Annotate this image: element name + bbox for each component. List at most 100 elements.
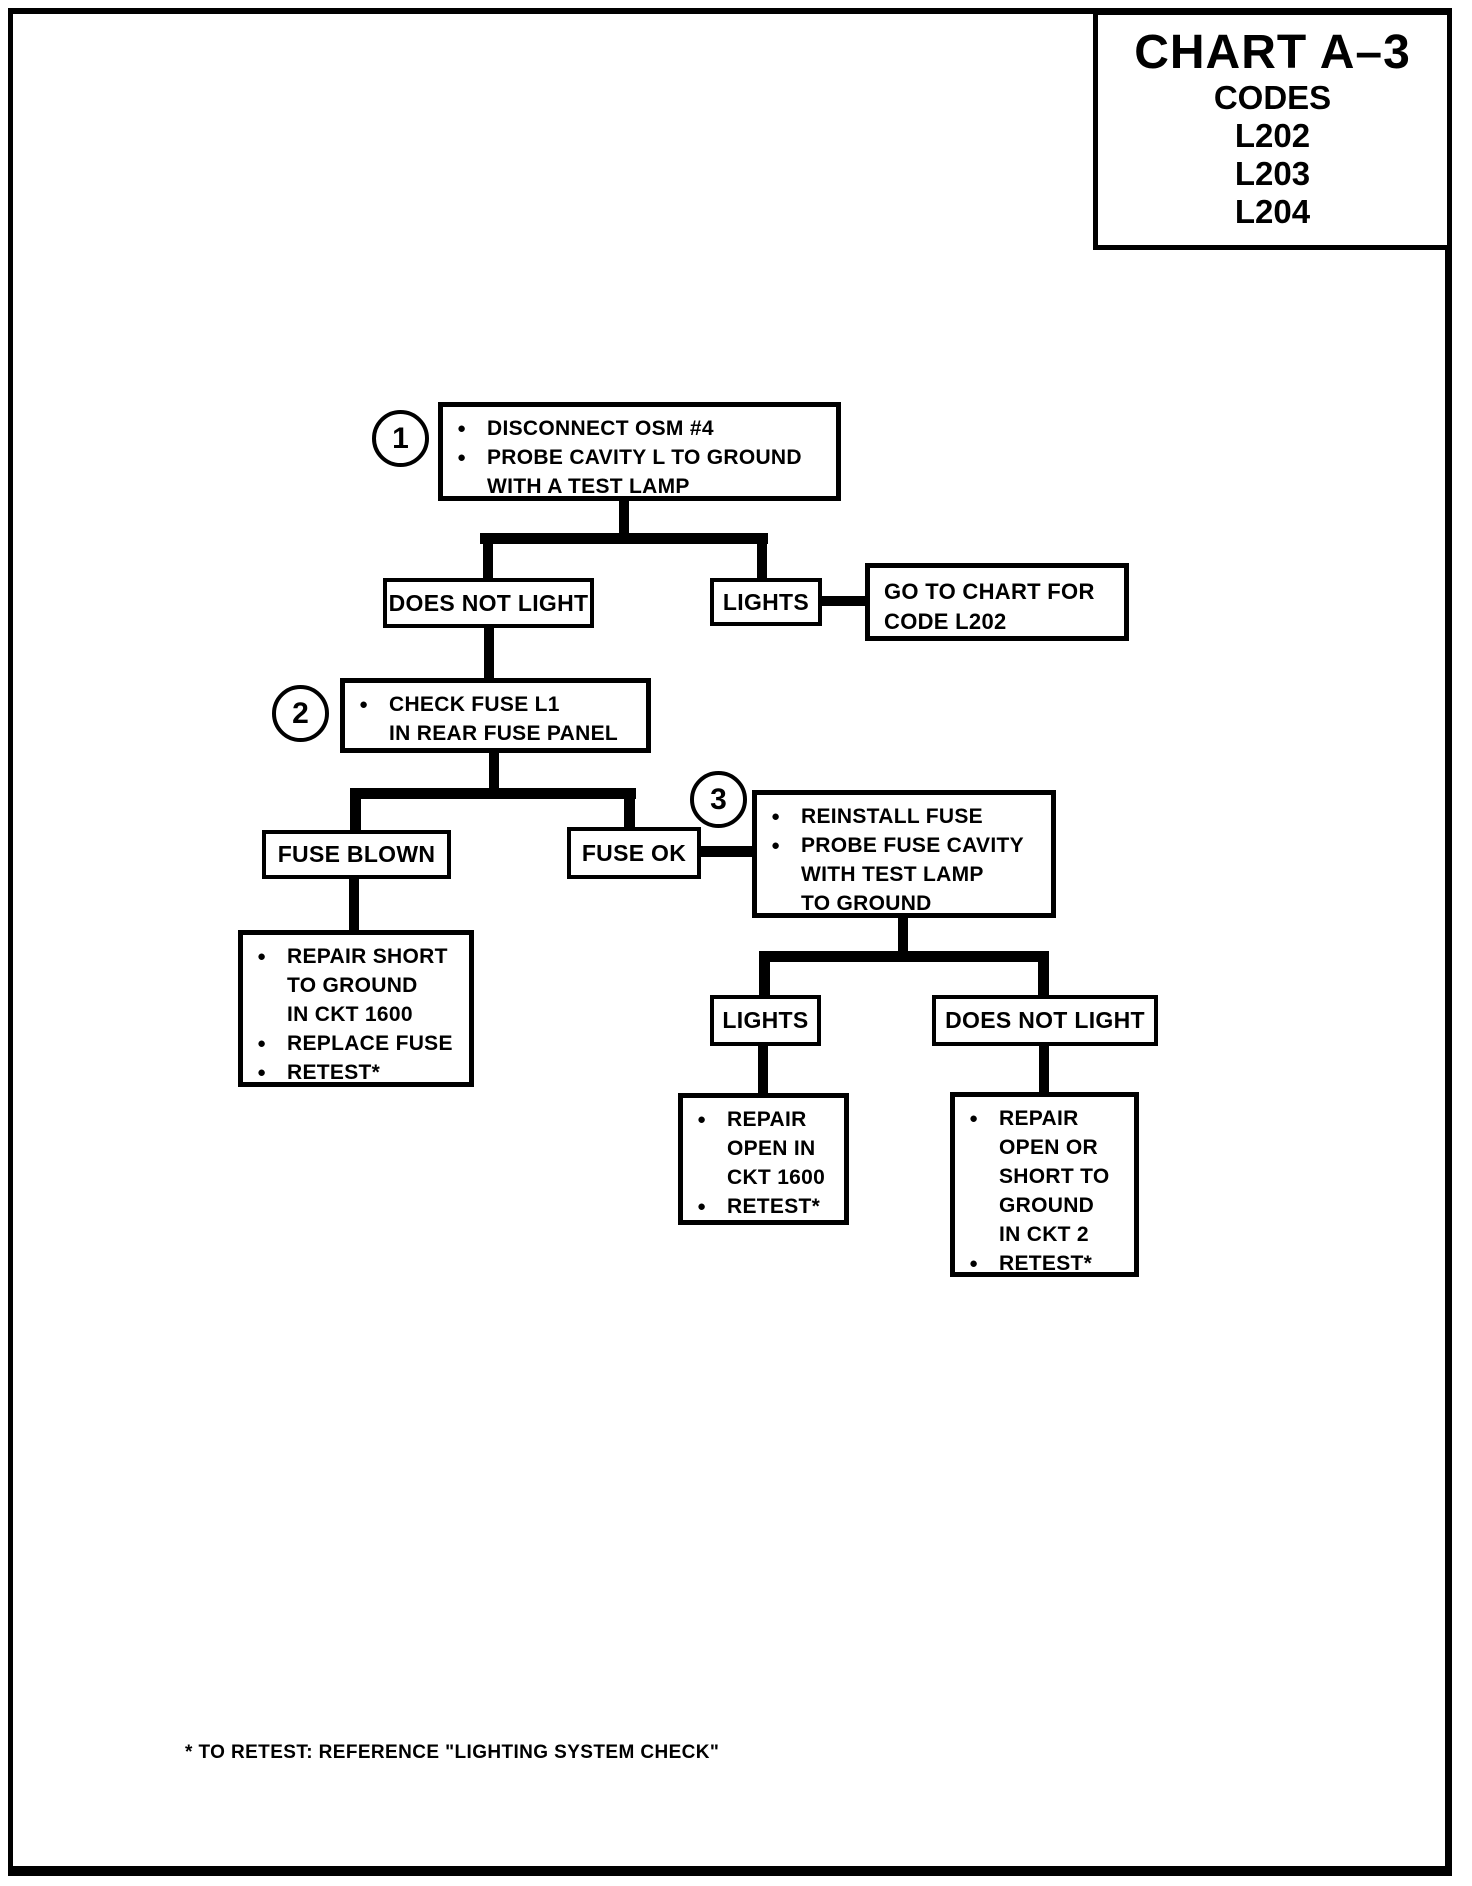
connector-line <box>480 533 768 544</box>
node-line-text: IN REAR FUSE PANEL <box>389 722 619 745</box>
node-line-text: GROUND <box>999 1194 1095 1217</box>
chart-title-box: CHART A–3 CODES L202 L203 L204 <box>1093 10 1452 250</box>
node-line: OPEN OR <box>969 1133 1126 1162</box>
node-line-text: CKT 1600 <box>727 1166 826 1189</box>
node-line: ●PROBE FUSE CAVITY <box>771 831 1043 860</box>
node-line: CKT 1600 <box>697 1163 836 1192</box>
node-line: IN CKT 2 <box>969 1220 1126 1249</box>
node-line: ● REPAIR SHORT <box>257 942 461 971</box>
node-line-text: WITH A TEST LAMP <box>487 475 690 498</box>
connector-line <box>757 540 767 580</box>
bullet-icon: ● <box>257 948 267 965</box>
bullet-icon: ● <box>697 1198 707 1215</box>
connector-line <box>898 916 908 956</box>
label-lights-2: LIGHTS <box>710 995 821 1046</box>
repair-open-short-box: ● REPAIR OPEN OR SHORT TO GROUND IN CKT 2 ● RET… <box>950 1092 1139 1277</box>
node-line-text: REINSTALL FUSE <box>801 805 983 828</box>
page-border <box>8 8 1452 1876</box>
bullet-icon: ● <box>359 696 369 713</box>
step-1-number: 1 <box>392 421 409 455</box>
node-line-text: WITH TEST LAMP <box>801 863 984 886</box>
connector-line <box>759 958 770 997</box>
bullet-icon: ● <box>969 1255 979 1272</box>
node-line-text: SHORT TO <box>999 1165 1110 1188</box>
node-line: GROUND <box>969 1191 1126 1220</box>
node-line-text: IN CKT 2 <box>999 1223 1089 1246</box>
code-l204: L204 <box>1234 193 1311 230</box>
node-line-text: DISCONNECT OSM #4 <box>487 417 714 440</box>
step-1-box: ● DISCONNECT OSM #4 ● PROBE CAVITY L TO GRO… <box>438 402 841 501</box>
connector-line <box>759 951 1049 962</box>
connector-line <box>619 497 629 539</box>
bullet-spacer <box>697 1134 727 1163</box>
connector-line <box>350 788 636 799</box>
label-fuse-blown: FUSE BLOWN <box>262 830 451 879</box>
connector-line <box>819 596 867 606</box>
step-3-box: ● REINSTALL FUSE ●PROBE FUSE CAVITY WITH TE… <box>752 790 1056 918</box>
bullet-icon: ● <box>697 1111 707 1128</box>
chart-title: CHART A–3 <box>1134 26 1411 79</box>
node-line: IN CKT 1600 <box>257 1000 461 1029</box>
connector-line <box>758 1044 768 1095</box>
step-1-circle: 1 <box>372 410 429 467</box>
bullet-spacer <box>969 1133 999 1162</box>
bullet-spacer <box>257 971 287 1000</box>
node-line-text: RETEST* <box>287 1061 381 1084</box>
node-line-text: TO GROUND <box>287 974 418 997</box>
code-l202: L202 <box>1234 117 1311 154</box>
bullet-icon: ● <box>257 1064 267 1081</box>
bullet-icon: ● <box>457 449 467 466</box>
bullet-spacer <box>969 1162 999 1191</box>
bullet-spacer <box>257 1000 287 1029</box>
connector-line <box>483 540 493 580</box>
connector-line <box>349 877 359 932</box>
node-line: WITH TEST LAMP <box>771 860 1043 889</box>
node-line: TO GROUND <box>771 889 1043 918</box>
node-line-text: REPAIR <box>999 1107 1079 1130</box>
bullet-icon: ● <box>969 1110 979 1127</box>
node-line-text: OPEN OR <box>999 1136 1098 1159</box>
bullet-spacer <box>771 889 801 918</box>
step-2-number: 2 <box>292 696 309 730</box>
node-line-text: OPEN IN <box>727 1137 816 1160</box>
node-line-text: PROBE CAVITY L TO GROUND <box>487 446 802 469</box>
connector-line <box>484 626 494 680</box>
label-does-not-light-1: DOES NOT LIGHT <box>383 578 594 628</box>
node-line: ● RETEST* <box>257 1058 461 1087</box>
node-line-text: TO GROUND <box>801 892 932 915</box>
step-3-number: 3 <box>710 782 727 816</box>
connector-line <box>1038 958 1049 997</box>
retest-footnote: * TO RETEST: REFERENCE "LIGHTING SYSTEM … <box>185 1742 720 1763</box>
node-line-text: RETEST* <box>999 1252 1093 1275</box>
codes-heading: CODES <box>1213 79 1332 116</box>
node-line: ● RETEST* <box>969 1249 1126 1278</box>
bullet-spacer <box>771 860 801 889</box>
node-line-text: REPLACE FUSE <box>287 1032 453 1055</box>
connector-line <box>350 795 361 832</box>
node-line: ● DISCONNECT OSM #4 <box>457 414 828 443</box>
node-line-text: CHECK FUSE L1 <box>389 693 560 716</box>
node-line: ● CHECK FUSE L1 <box>359 690 638 719</box>
node-line: ●REPLACE FUSE <box>257 1029 461 1058</box>
node-line-text: IN CKT 1600 <box>287 1003 413 1026</box>
step-2-box: ● CHECK FUSE L1 IN REAR FUSE PANEL <box>340 678 651 753</box>
step-2-circle: 2 <box>272 685 329 742</box>
connector-line <box>624 795 635 829</box>
step-3-circle: 3 <box>690 771 747 828</box>
node-line: ● PROBE CAVITY L TO GROUND <box>457 443 828 472</box>
connector-line <box>1039 1044 1049 1094</box>
node-line: ● REINSTALL FUSE <box>771 802 1043 831</box>
node-line-text: REPAIR SHORT <box>287 945 448 968</box>
bullet-icon: ● <box>771 837 781 854</box>
bullet-icon: ● <box>771 808 781 825</box>
connector-line <box>489 751 499 791</box>
bullet-spacer <box>457 472 487 501</box>
node-line: OPEN IN <box>697 1134 836 1163</box>
goto-chart-line-1: GO TO CHART FOR <box>884 579 1095 604</box>
bullet-icon: ● <box>457 420 467 437</box>
goto-chart-line-2: CODE L202 <box>884 609 1007 634</box>
label-does-not-light-2: DOES NOT LIGHT <box>932 995 1158 1046</box>
